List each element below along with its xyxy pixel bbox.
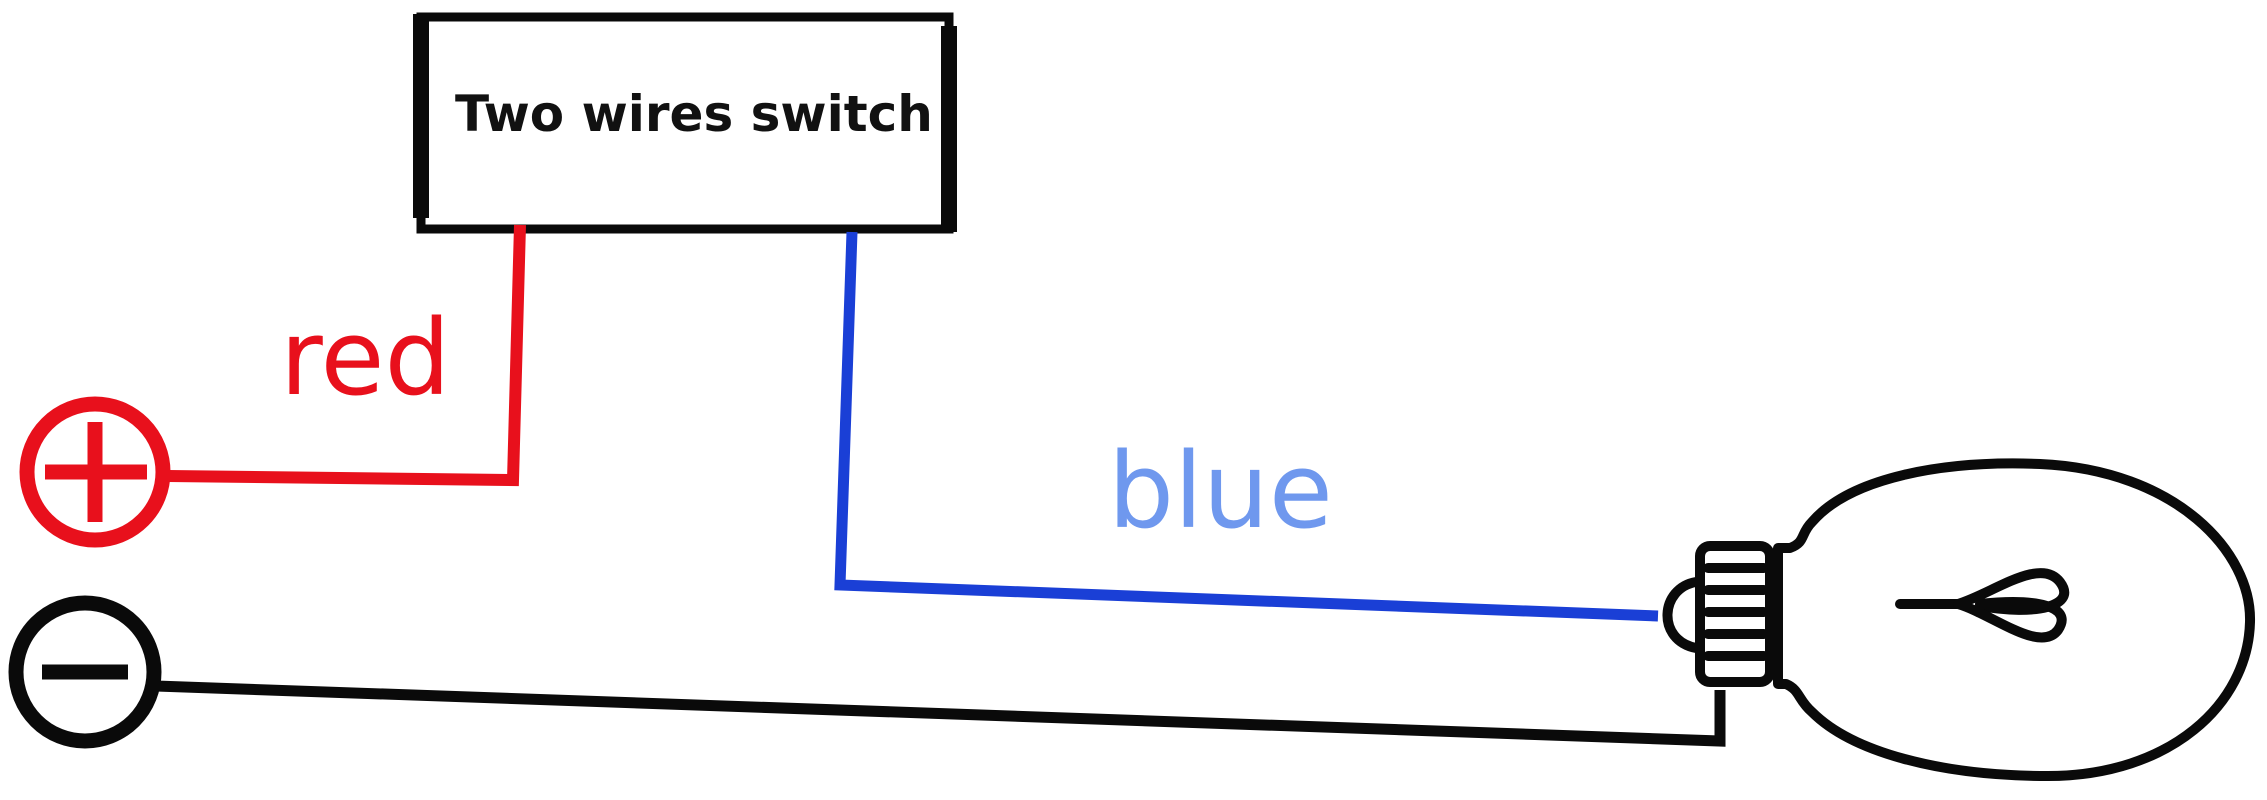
black-wire: [155, 680, 1726, 747]
light-bulb-icon: [1662, 458, 2256, 781]
switch-label: Two wires switch: [455, 85, 933, 143]
switch-box: Two wires switch: [413, 12, 957, 234]
red-wire-label: red: [280, 297, 450, 419]
blue-wire-label: blue: [1108, 430, 1333, 552]
minus-icon: [8, 595, 162, 749]
blue-wire: [834, 231, 1659, 622]
plus-icon: [19, 396, 171, 548]
red-wire: [167, 224, 526, 487]
